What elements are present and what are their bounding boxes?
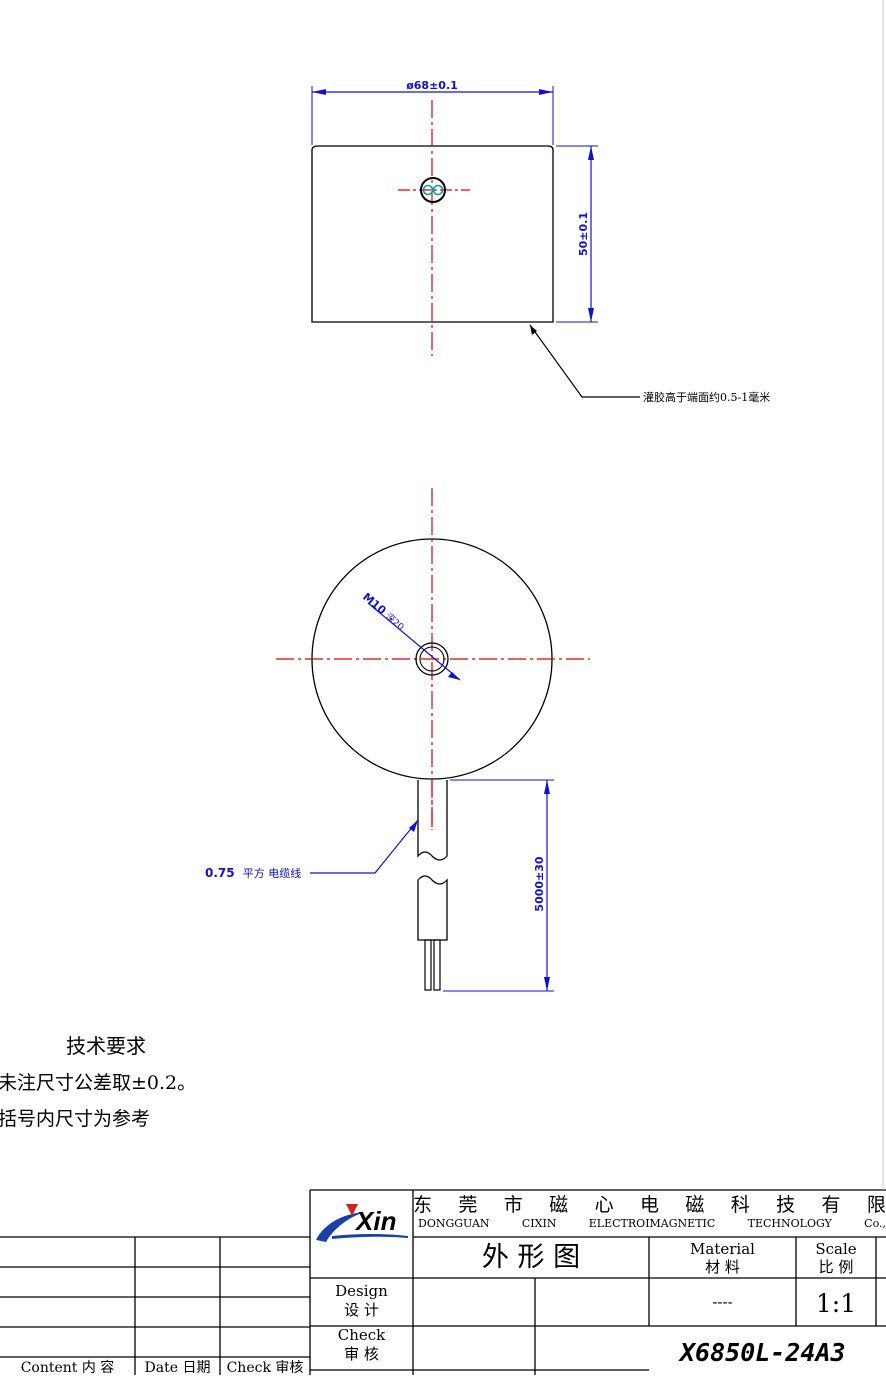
tech-requirement-item-1: 未注尺寸公差取±0.2。 xyxy=(0,1072,197,1094)
tech-requirement-item-2: 括号内尺寸为参考 xyxy=(0,1108,151,1130)
thread-dimension-label: M10 深20 xyxy=(360,590,407,633)
company-cn-char: 电 xyxy=(639,1194,659,1214)
logo-swoosh xyxy=(316,1212,364,1242)
scale-value: 1:1 xyxy=(815,1289,857,1318)
company-logo: Xin xyxy=(316,1204,408,1242)
height-dimension-label: 50±0.1 xyxy=(577,212,590,256)
front-view: ø68±0.1 50±0.1 灌胶高于端面约0.5-1毫米 xyxy=(311,79,770,404)
cable-desc-label: 平方 电缆线 xyxy=(243,866,302,880)
company-cn-char: 有 xyxy=(821,1194,841,1214)
length-arrow-bottom xyxy=(544,977,550,991)
design-label-en: Design xyxy=(335,1282,388,1300)
logo-text: Xin xyxy=(354,1206,396,1236)
front-body-outline xyxy=(311,145,554,323)
company-en-word: ELECTROIMAGNETIC xyxy=(588,1217,716,1230)
length-arrow-top xyxy=(544,780,550,794)
check-label-en: Check xyxy=(337,1326,386,1344)
rev-header-date: Date 日期 xyxy=(144,1360,211,1376)
design-label-cn: 设 计 xyxy=(344,1301,379,1319)
rev-header-content: Content 内 容 xyxy=(20,1360,115,1376)
front-wire-left xyxy=(422,184,434,196)
company-name-cn: 东莞市磁心电磁科技有限 xyxy=(413,1190,886,1214)
company-en-word: TECHNOLOGY xyxy=(747,1217,832,1230)
cable-size-label: 0.75 xyxy=(205,866,235,880)
potting-leader-line xyxy=(529,324,640,398)
scale-label-cn: 比 例 xyxy=(818,1258,854,1276)
dia-arrow-left xyxy=(312,89,326,95)
height-arrow-bottom xyxy=(588,308,594,322)
top-view: M10 深20 xyxy=(276,488,590,830)
scale-label-en: Scale xyxy=(815,1240,857,1258)
logo-underline xyxy=(332,1234,408,1239)
wire-left xyxy=(424,939,432,991)
material-label-en: Material xyxy=(690,1240,755,1258)
thread-hole-inner xyxy=(419,646,445,672)
thread-leader-line xyxy=(367,602,461,681)
dia-arrow-right xyxy=(539,89,553,95)
logo-x-red xyxy=(346,1204,358,1216)
company-cn-char: 莞 xyxy=(458,1194,478,1214)
company-name-en: DONGGUAN CIXIN ELECTROIMAGNETIC TECHNOLOGY C… xyxy=(418,1217,886,1233)
drawing-title: 外 形 图 xyxy=(481,1242,581,1273)
company-cn-char: 磁 xyxy=(685,1194,705,1214)
company-cn-char: 心 xyxy=(594,1194,614,1214)
potting-note: 灌胶高于端面约0.5-1毫米 xyxy=(643,390,770,404)
company-cn-char: 东 xyxy=(413,1194,433,1214)
front-wire-right xyxy=(432,184,444,196)
company-cn-char: 磁 xyxy=(549,1194,569,1214)
cable-jacket-lower xyxy=(417,875,448,941)
company-en-word: Co., xyxy=(864,1217,886,1230)
part-number: X6850L-24A3 xyxy=(680,1338,846,1367)
company-en-word: DONGGUAN xyxy=(418,1217,490,1230)
length-dimension-label: 5000±30 xyxy=(533,856,546,911)
material-value: ---- xyxy=(712,1293,733,1311)
check-label-cn: 审 核 xyxy=(344,1345,379,1363)
thread-leader-arrow xyxy=(448,672,460,680)
company-cn-char: 技 xyxy=(776,1194,796,1214)
wire-right xyxy=(433,939,441,991)
company-cn-char: 科 xyxy=(730,1194,750,1214)
cable-spec-label: 0.75 平方 电缆线 xyxy=(205,862,301,881)
company-en-word: CIXIN xyxy=(521,1217,557,1230)
company-cn-char: 市 xyxy=(503,1194,523,1214)
height-arrow-top xyxy=(588,146,594,160)
thread-depth-label: 深20 xyxy=(383,611,406,633)
tech-requirements-title: 技术要求 xyxy=(66,1034,146,1058)
material-label-cn: 材 料 xyxy=(705,1258,740,1276)
potting-leader-arrow xyxy=(530,325,537,335)
cable-leader-line xyxy=(310,819,419,874)
company-cn-char: 限 xyxy=(866,1194,886,1214)
front-cable-exit-outer xyxy=(420,177,446,203)
diameter-dimension-label: ø68±0.1 xyxy=(406,79,458,92)
thread-size-label: M10 xyxy=(360,590,389,617)
thread-hole-outer xyxy=(415,642,449,676)
cable: 0.75 平方 电缆线 5000±30 xyxy=(205,779,554,992)
cable-leader-arrow xyxy=(409,820,418,832)
rev-header-check: Check 审核 xyxy=(226,1360,304,1376)
cable-jacket-upper xyxy=(417,780,448,861)
